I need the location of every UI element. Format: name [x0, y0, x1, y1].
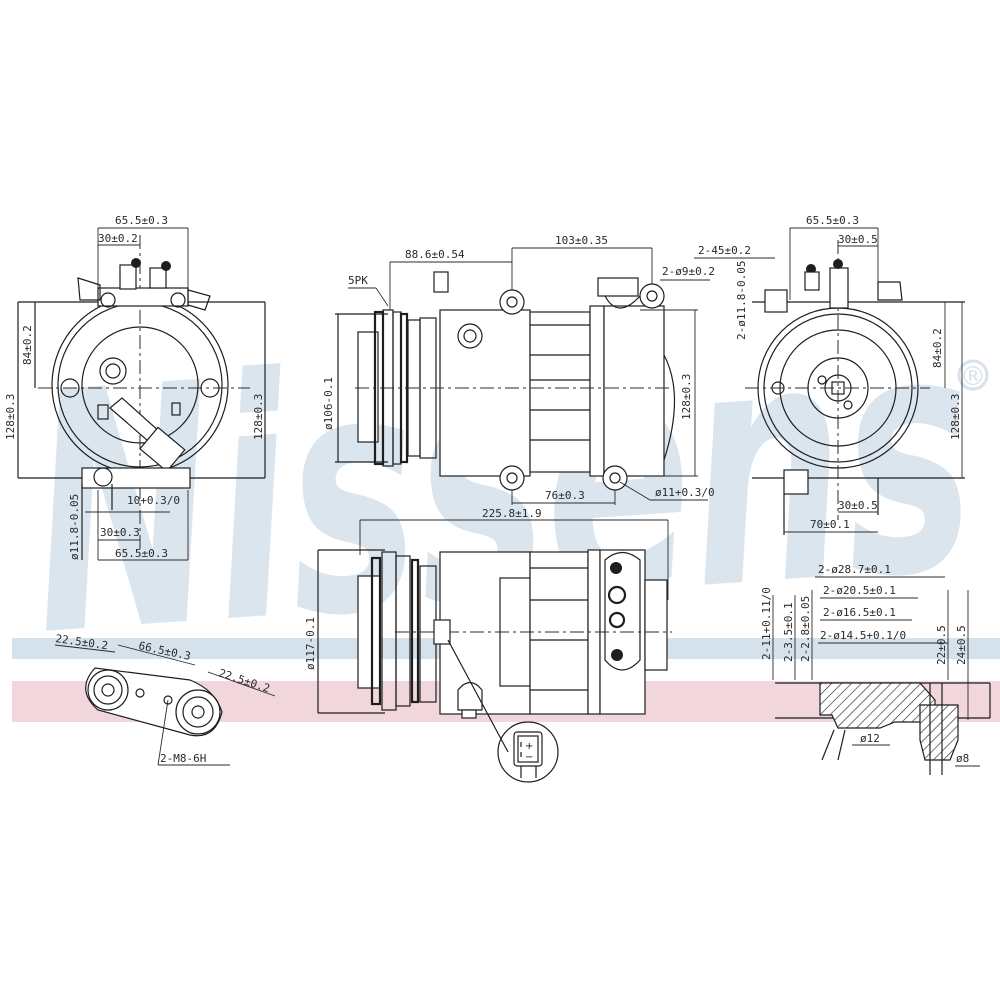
dim-section-bore1: ø12 — [860, 732, 880, 745]
dim-side-ear-hole-dia: 2-ø11.8-0.05 — [735, 261, 748, 340]
dim-section-h2: 24±0.5 — [955, 625, 968, 665]
dim-side-ear-depth: 2-45±0.2 — [698, 244, 751, 257]
dim-bottom-overall-length: 225.8±1.9 — [482, 507, 542, 520]
dim-left-bottom-offset: 30±0.3 — [100, 526, 140, 539]
dim-section-h1: 22±0.5 — [935, 625, 948, 665]
dim-right-height-inner: 84±0.2 — [931, 328, 944, 368]
dim-right-bottom-offset: 30±0.5 — [838, 499, 878, 512]
connector-pin-minus: − — [525, 752, 533, 763]
dim-side-height: 128±0.3 — [680, 374, 693, 420]
dim-left-height-inner: 84±0.2 — [21, 325, 34, 365]
dim-section-v3: 2-2.8±0.05 — [799, 596, 812, 662]
dim-section-d2: 2-ø20.5±0.1 — [823, 584, 896, 597]
dim-side-belt: 5PK — [348, 274, 368, 287]
dim-section-d3: 2-ø16.5±0.1 — [823, 606, 896, 619]
registered-mark-icon — [957, 359, 989, 391]
dim-side-pulley-dia: ø106-0.1 — [322, 377, 335, 430]
port-plate: 22.5±0.2 66.5±0.3 22.5±0.2 2-M8-6H — [55, 632, 276, 766]
dim-side-lower-hole: ø11+0.3/0 — [655, 486, 715, 499]
connector-pin-plus: + — [525, 741, 533, 752]
dim-right-bottom-width: 70±0.1 — [810, 518, 850, 531]
dim-side-lower-mount: 76±0.3 — [545, 489, 585, 502]
registered-mark: ® — [960, 362, 986, 392]
dim-left-hole: ø11.8-0.05 — [68, 494, 81, 560]
dim-left-slot: 10+0.3/0 — [127, 494, 180, 507]
dim-left-height: 128±0.3 — [4, 394, 17, 440]
dim-right-top-width: 65.5±0.3 — [806, 214, 859, 227]
dim-right-height-outer: 128±0.3 — [949, 394, 962, 440]
dim-side-mount-spacing: 103±0.35 — [555, 234, 608, 247]
right-view: 65.5±0.3 30±0.5 84±0.2 128±0.3 — [745, 214, 965, 535]
dim-left-top-width: 65.5±0.3 — [115, 214, 168, 227]
dim-left-top-offset: 30±0.2 — [98, 232, 138, 245]
dim-section-v1: 2-11+0.11/0 — [760, 587, 773, 660]
dim-left-bottom-width: 65.5±0.3 — [115, 547, 168, 560]
side-view: 88.6±0.54 103±0.35 5PK ø106-0.1 — [322, 234, 775, 505]
dim-left-height-right: 128±0.3 — [252, 394, 265, 440]
dim-section-d1: 2-ø28.7±0.1 — [818, 563, 891, 576]
dim-port-thread: 2-M8-6H — [160, 752, 206, 765]
dim-right-top-offset: 30±0.5 — [838, 233, 878, 246]
left-view: 65.5±0.3 30±0.2 128±0.3 84±0.2 128±0.3 — [4, 214, 266, 561]
connector-detail: + − — [497, 721, 559, 783]
dim-side-ear-hole: 2-ø9±0.2 — [662, 265, 715, 278]
dim-section-d4: 2-ø14.5+0.1/0 — [820, 629, 906, 642]
bottom-view: 225.8±1.9 ø117-0.1 — [304, 507, 672, 753]
dim-section-v2: 2-3.5±0.1 — [782, 602, 795, 662]
dim-side-pulley-to-mount: 88.6±0.54 — [405, 248, 465, 261]
dim-section-bore2: ø8 — [956, 752, 969, 765]
dim-bottom-pulley-dia: ø117-0.1 — [304, 617, 317, 670]
port-section: 2-ø28.7±0.1 2-ø20.5±0.1 2-ø16.5±0.1 2-ø1… — [760, 563, 991, 775]
